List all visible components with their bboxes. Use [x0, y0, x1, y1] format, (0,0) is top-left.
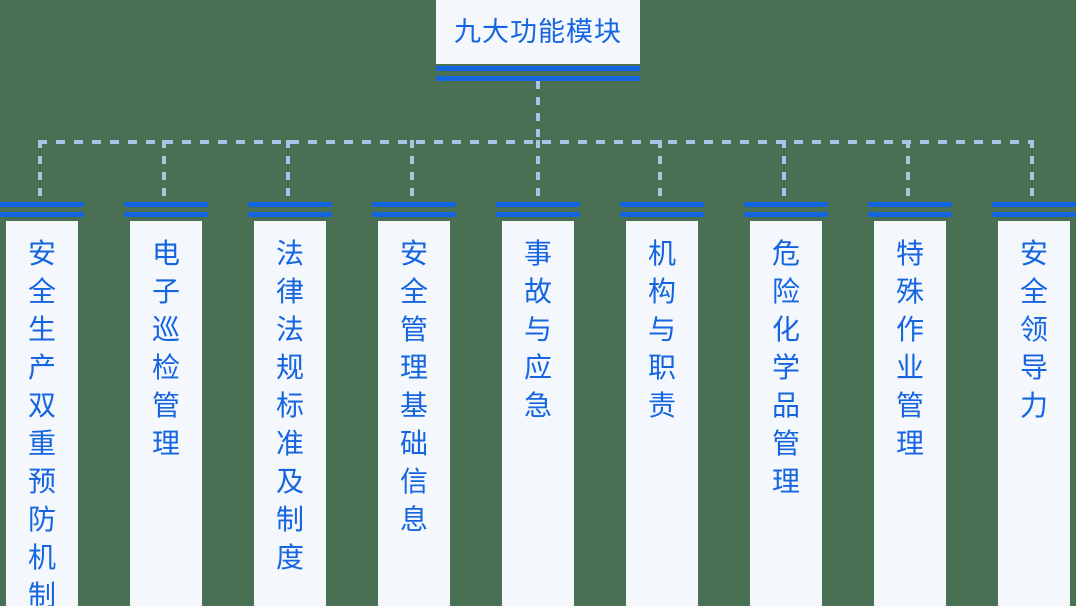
connector-leg-3 — [286, 140, 290, 202]
connector-leg-8 — [906, 140, 910, 202]
module-card-5[interactable]: 事故与应急 — [496, 202, 580, 606]
module-card-accent-bar-top — [124, 202, 208, 207]
module-card-body: 安全领导力 — [998, 221, 1070, 606]
module-card-accent-bar-bottom — [124, 212, 208, 217]
module-card-3[interactable]: 法律法规标准及制度 — [248, 202, 332, 606]
module-card-accent-bar-top — [0, 202, 84, 207]
module-card-9[interactable]: 安全领导力 — [992, 202, 1076, 606]
module-card-accent-bar-bottom — [0, 212, 84, 217]
module-card-label: 安全领导力 — [1019, 238, 1048, 421]
root-node[interactable]: 九大功能模块 — [436, 0, 640, 82]
module-card-accent-bar-top — [248, 202, 332, 207]
module-card-body: 特殊作业管理 — [874, 221, 946, 606]
module-card-accent-bar-bottom — [868, 212, 952, 217]
module-card-accent-bar-bottom — [620, 212, 704, 217]
connector-leg-1 — [38, 140, 42, 202]
module-card-label: 特殊作业管理 — [895, 238, 924, 459]
module-card-8[interactable]: 特殊作业管理 — [868, 202, 952, 606]
connector-root-drop — [536, 81, 540, 142]
module-card-label: 危险化学品管理 — [771, 238, 800, 497]
root-node-panel: 九大功能模块 — [436, 0, 640, 64]
root-node-label: 九大功能模块 — [454, 16, 622, 47]
module-card-accent-bar-bottom — [992, 212, 1076, 217]
module-card-accent-bar-top — [744, 202, 828, 207]
module-card-6[interactable]: 机构与职责 — [620, 202, 704, 606]
module-card-body: 危险化学品管理 — [750, 221, 822, 606]
module-card-body: 法律法规标准及制度 — [254, 221, 326, 606]
module-card-body: 安全管理基础信息 — [378, 221, 450, 606]
module-card-accent-bar-top — [868, 202, 952, 207]
module-card-label: 安全管理基础信息 — [399, 238, 428, 535]
connector-leg-4 — [410, 140, 414, 202]
module-card-label: 法律法规标准及制度 — [275, 238, 304, 573]
module-card-label: 安全生产双重预防机制 — [27, 238, 56, 606]
module-card-accent-bar-top — [620, 202, 704, 207]
connector-leg-2 — [162, 140, 166, 202]
module-card-7[interactable]: 危险化学品管理 — [744, 202, 828, 606]
connector-leg-6 — [658, 140, 662, 202]
connector-leg-7 — [782, 140, 786, 202]
connector-leg-5 — [536, 140, 540, 202]
root-node-accent-bar-top — [436, 66, 640, 71]
module-card-label: 机构与职责 — [647, 238, 676, 421]
module-card-4[interactable]: 安全管理基础信息 — [372, 202, 456, 606]
module-card-body: 机构与职责 — [626, 221, 698, 606]
module-card-accent-bar-bottom — [372, 212, 456, 217]
module-card-label: 事故与应急 — [523, 238, 552, 421]
module-card-accent-bar-bottom — [744, 212, 828, 217]
module-card-accent-bar-bottom — [496, 212, 580, 217]
module-card-body: 安全生产双重预防机制 — [6, 221, 78, 606]
connector-leg-9 — [1030, 140, 1034, 202]
module-card-1[interactable]: 安全生产双重预防机制 — [0, 202, 84, 606]
module-card-body: 事故与应急 — [502, 221, 574, 606]
module-card-accent-bar-bottom — [248, 212, 332, 217]
root-node-accent-bar-bottom — [436, 76, 640, 81]
module-card-label: 电子巡检管理 — [151, 238, 180, 459]
module-card-accent-bar-top — [496, 202, 580, 207]
module-card-accent-bar-top — [372, 202, 456, 207]
module-card-body: 电子巡检管理 — [130, 221, 202, 606]
module-card-2[interactable]: 电子巡检管理 — [124, 202, 208, 606]
module-card-accent-bar-top — [992, 202, 1076, 207]
